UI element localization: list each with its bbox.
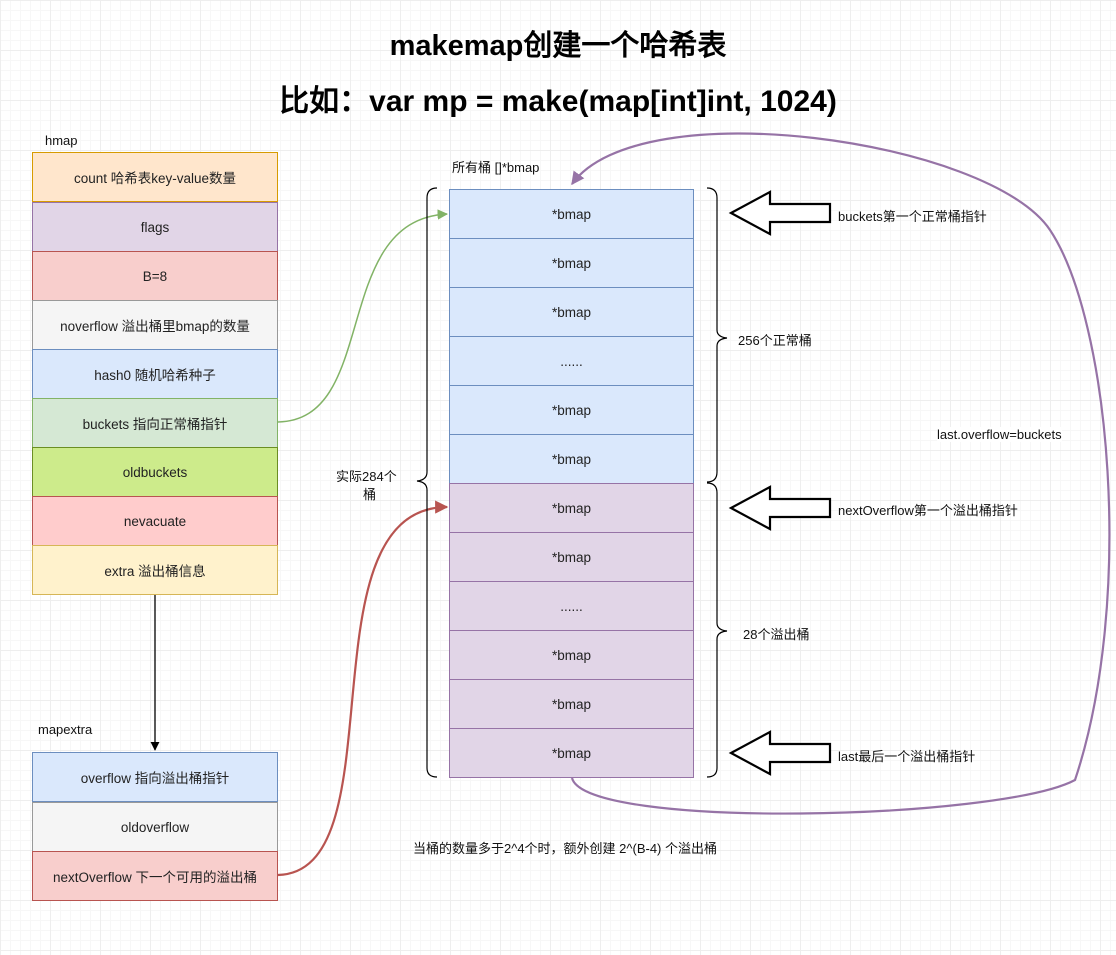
mapextra-field-overflow: overflow 指向溢出桶指针 [32,752,278,802]
normal-bucket-count-label: 256个正常桶 [738,333,812,348]
buckets-pointer-block-arrow [728,190,832,236]
diagram-title: makemap创建一个哈希表 [389,30,727,62]
total-buckets-label-line1: 实际284个 [336,469,397,484]
buckets-pointer-label: buckets第一个正常桶指针 [838,209,987,224]
total-buckets-brace [416,187,438,778]
normal-bucket: *bmap [449,287,694,337]
hmap-field-noverflow: noverflow 溢出桶里bmap的数量 [32,300,278,350]
normal-bucket-ellipsis: ...... [449,336,694,386]
next-overflow-pointer-label: nextOverflow第一个溢出桶指针 [838,503,1018,518]
next-overflow-block-arrow [728,485,832,531]
last-overflow-label: last.overflow=buckets [937,427,1062,442]
normal-bucket: *bmap [449,189,694,239]
overflow-rule-note: 当桶的数量多于2^4个时，额外创建 2^(B-4) 个溢出桶 [413,841,718,856]
last-pointer-label: last最后一个溢出桶指针 [838,749,976,764]
overflow-bucket: *bmap [449,679,694,729]
buckets-array-label: 所有桶 []*bmap [452,160,540,175]
hmap-field-oldbuckets: oldbuckets [32,447,278,497]
mapextra-label: mapextra [38,722,93,737]
total-buckets-label-line2: 桶 [363,487,377,502]
hmap-field-buckets: buckets 指向正常桶指针 [32,398,278,448]
hmap-field-b: B=8 [32,251,278,301]
overflow-bucket-last: *bmap [449,728,694,778]
mapextra-field-oldoverflow: oldoverflow [32,802,278,852]
normal-buckets-brace [706,187,728,483]
normal-bucket: *bmap [449,238,694,288]
diagram-subtitle: 比如：var mp = make(map[int]int, 1024) [279,85,837,118]
normal-bucket: *bmap [449,434,694,484]
hmap-field-hash0: hash0 随机哈希种子 [32,349,278,399]
buckets-pointer-arrow [277,209,449,423]
overflow-bucket: *bmap [449,483,694,533]
overflow-buckets-brace [706,482,728,778]
mapextra-field-nextoverflow: nextOverflow 下一个可用的溢出桶 [32,851,278,901]
last-overflow-loop-arrow [570,132,1111,815]
hmap-field-count: count 哈希表key-value数量 [32,152,278,202]
next-overflow-pointer-arrow [277,500,449,877]
hmap-label: hmap [45,133,78,148]
overflow-bucket: *bmap [449,532,694,582]
hmap-field-extra: extra 溢出桶信息 [32,545,278,595]
overflow-bucket-count-label: 28个溢出桶 [743,627,810,642]
last-pointer-block-arrow [728,730,832,776]
